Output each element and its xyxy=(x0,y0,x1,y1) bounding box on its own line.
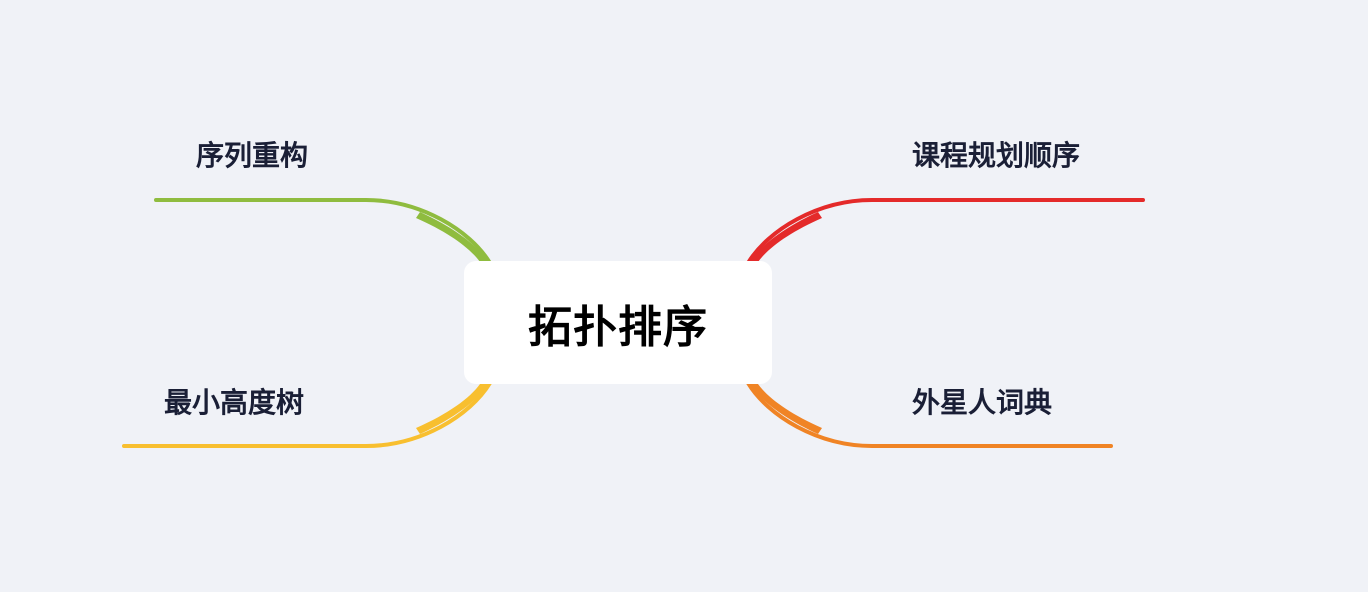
branch-taper-tl xyxy=(416,212,488,262)
branch-line-br xyxy=(746,381,1113,448)
subtopic-course-schedule[interactable]: 课程规划顺序 xyxy=(912,139,1081,172)
branch-line-tr xyxy=(746,198,1145,265)
subtopic-alien-dictionary[interactable]: 外星人词典 xyxy=(912,386,1053,419)
subtopic-sequence-reconstruction[interactable]: 序列重构 xyxy=(196,139,309,172)
branch-line-bl xyxy=(122,381,492,448)
branch-taper-br xyxy=(750,384,822,434)
subtopic-minimum-height-trees[interactable]: 最小高度树 xyxy=(164,386,305,419)
branch-taper-bl xyxy=(416,384,488,434)
root-topic-node[interactable]: 拓扑排序 xyxy=(464,261,772,384)
branch-line-tl xyxy=(154,198,492,265)
root-topic-label: 拓扑排序 xyxy=(528,301,708,353)
branch-taper-tr xyxy=(750,212,822,262)
